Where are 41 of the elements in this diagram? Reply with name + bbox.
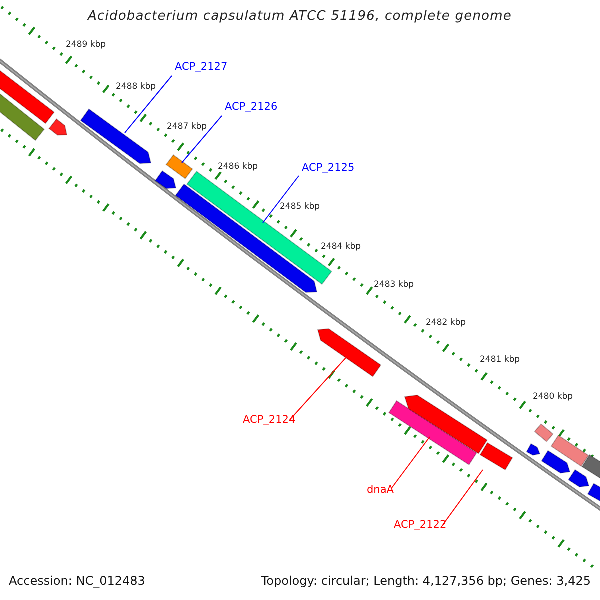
gene-label: ACP_2124 [243, 415, 296, 427]
gene-label: ACP_2125 [302, 163, 355, 175]
scale-label: 2485 kbp [280, 203, 320, 212]
gene-segment [568, 469, 590, 488]
gene-label: ACP_2122 [394, 520, 447, 532]
leader-line [442, 470, 484, 526]
scale-label: 2484 kbp [321, 243, 362, 252]
gene-segment [480, 442, 514, 471]
gene-segment [175, 184, 318, 294]
scale-label: 2488 kbp [116, 83, 156, 92]
gene-label: ACP_2127 [175, 62, 228, 74]
leader-line [182, 116, 222, 164]
gene-segment [166, 154, 194, 180]
gene-segment [388, 400, 478, 466]
scale-label: 2487 kbp [167, 123, 208, 132]
gene-segment [550, 434, 590, 468]
gene-segment [154, 170, 177, 190]
scale-label: 2480 kbp [533, 393, 574, 402]
scale-label: 2481 kbp [480, 356, 520, 366]
leader-line [290, 358, 346, 420]
gene-label: dnaA [367, 485, 394, 497]
genome-summary-text: Topology: circular; Length: 4,127,356 bp; Genes: 3,425 [261, 575, 591, 588]
gene-segment [526, 443, 541, 456]
scale-label: 2486 kbp [218, 163, 258, 172]
scale-label: 2489 kbp [66, 41, 106, 50]
leader-line [392, 436, 430, 488]
gene-segment [582, 454, 600, 480]
diagram-title: Acidobacterium capsulatum ATCC 51196, complete genome [86, 10, 513, 24]
gene-segment [534, 424, 554, 442]
gene-segment [587, 483, 600, 503]
gene-segment [404, 394, 488, 454]
scale-label: 2482 kbp [426, 319, 466, 328]
gene-segment [48, 118, 68, 136]
leader-line [124, 76, 172, 134]
gene-segment [541, 450, 571, 474]
accession-text: Accession: NC_012483 [9, 575, 146, 588]
gene-segment [317, 328, 382, 378]
leader-line [262, 176, 300, 224]
gene-label: ACP_2126 [225, 102, 278, 114]
scale-label: 2483 kbp [374, 281, 414, 290]
gene-segment [80, 108, 152, 164]
